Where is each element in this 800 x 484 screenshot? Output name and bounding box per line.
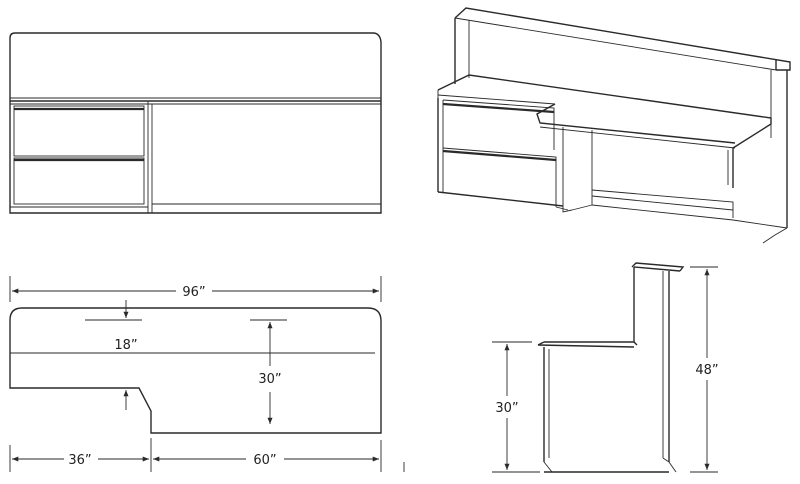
plan-view: 96” 18” 30” 36” 60” xyxy=(9,276,405,472)
perspective-view xyxy=(437,7,791,244)
ledge-depth-label: 18” xyxy=(114,338,137,353)
side-section-view: 30” 48” xyxy=(492,262,719,473)
front-elevation-view xyxy=(9,32,382,214)
overall-width-label: 96” xyxy=(182,285,205,300)
return-width-label: 36” xyxy=(68,453,91,468)
total-height-label: 48” xyxy=(695,363,718,378)
counter-depth-label: 30” xyxy=(258,372,281,387)
counter-height-label: 30” xyxy=(495,401,518,416)
main-width-label: 60” xyxy=(253,453,276,468)
